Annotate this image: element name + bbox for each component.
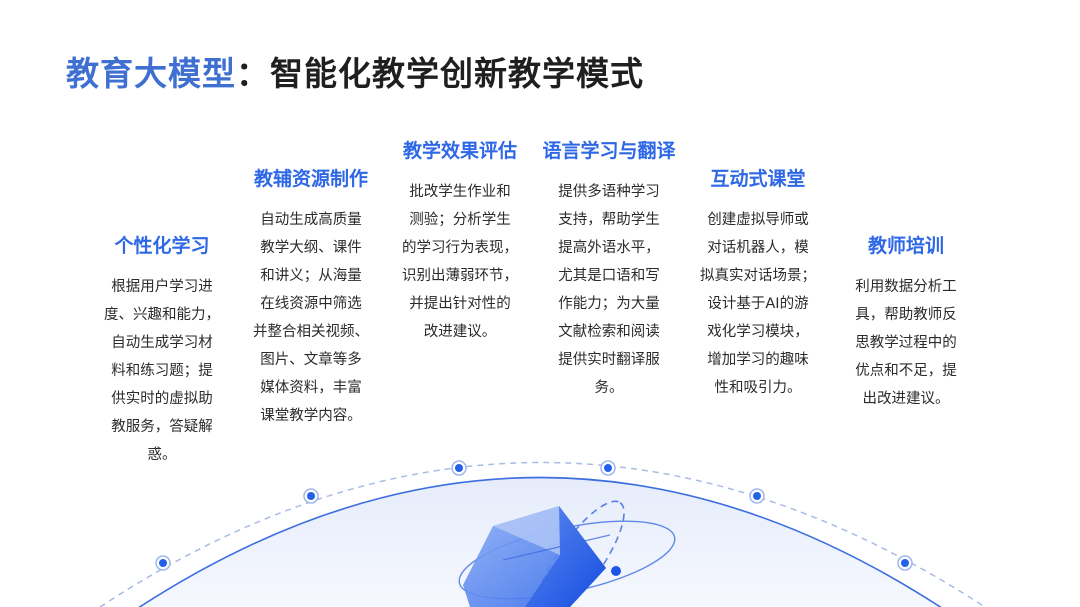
feature-teaching-evaluation: 教学效果评估 批改学生作业和 测验；分析学生 的学习行为表现， 识别出薄弱环节，…	[385, 138, 535, 346]
node-icon	[749, 488, 765, 504]
feature-teaching-resources: 教辅资源制作 自动生成高质量 教学大纲、课件 和讲义；从海量 在线资源中筛选 并…	[236, 166, 386, 430]
feature-interactive-classroom: 互动式课堂 创建虚拟导师或 对话机器人，模 拟真实对话场景； 设计基于AI的游 …	[683, 166, 833, 402]
dashed-orbit	[99, 461, 986, 607]
title-separator: ：	[236, 54, 270, 93]
node-icon	[451, 460, 467, 476]
feature-language-translation: 语言学习与翻译 提供多语种学习 支持，帮助学生 提高外语水平， 尤其是口语和写 …	[533, 138, 685, 402]
feature-description: 批改学生作业和 测验；分析学生 的学习行为表现， 识别出薄弱环节， 并提出针对性…	[402, 184, 518, 340]
node-icon	[600, 460, 616, 476]
feature-heading: 语言学习与翻译	[542, 140, 676, 162]
feature-heading: 互动式课堂	[710, 168, 806, 190]
crystal-icon	[458, 500, 676, 607]
connector-lines	[162, 410, 906, 563]
title-rest: 智能化教学创新教学模式	[270, 54, 644, 93]
node-icon	[303, 488, 319, 504]
feature-heading: 个性化学习	[114, 235, 210, 257]
feature-description: 提供多语种学习 支持，帮助学生 提高外语水平， 尤其是口语和写 作能力；为大量 …	[558, 184, 660, 396]
feature-personalized-learning: 个性化学习 根据用户学习进 度、兴趣和能力， 自动生成学习材 料和练习题；提 供…	[92, 233, 232, 469]
title-accent: 教育大模型	[66, 54, 236, 93]
feature-description: 创建虚拟导师或 对话机器人，模 拟真实对话场景； 设计基于AI的游 戏化学习模块…	[700, 212, 816, 396]
feature-heading: 教辅资源制作	[253, 168, 368, 190]
feature-description: 自动生成高质量 教学大纲、课件 和讲义；从海量 在线资源中筛选 并整合相关视频、…	[253, 212, 369, 424]
feature-teacher-training: 教师培训 利用数据分析工 具，帮助教师反 思教学过程中的 优点和不足，提 出改进…	[838, 233, 974, 413]
node-icon	[897, 555, 913, 571]
feature-description: 根据用户学习进 度、兴趣和能力， 自动生成学习材 料和练习题；提 供实时的虚拟助…	[104, 279, 220, 463]
node-icon	[155, 555, 171, 571]
feature-description: 利用数据分析工 具，帮助教师反 思教学过程中的 优点和不足，提 出改进建议。	[855, 279, 957, 407]
feature-heading: 教学效果评估	[402, 140, 517, 162]
orbit-nodes	[155, 460, 913, 571]
feature-heading: 教师培训	[867, 235, 944, 257]
page-title: 教育大模型：智能化教学创新教学模式	[66, 52, 644, 96]
